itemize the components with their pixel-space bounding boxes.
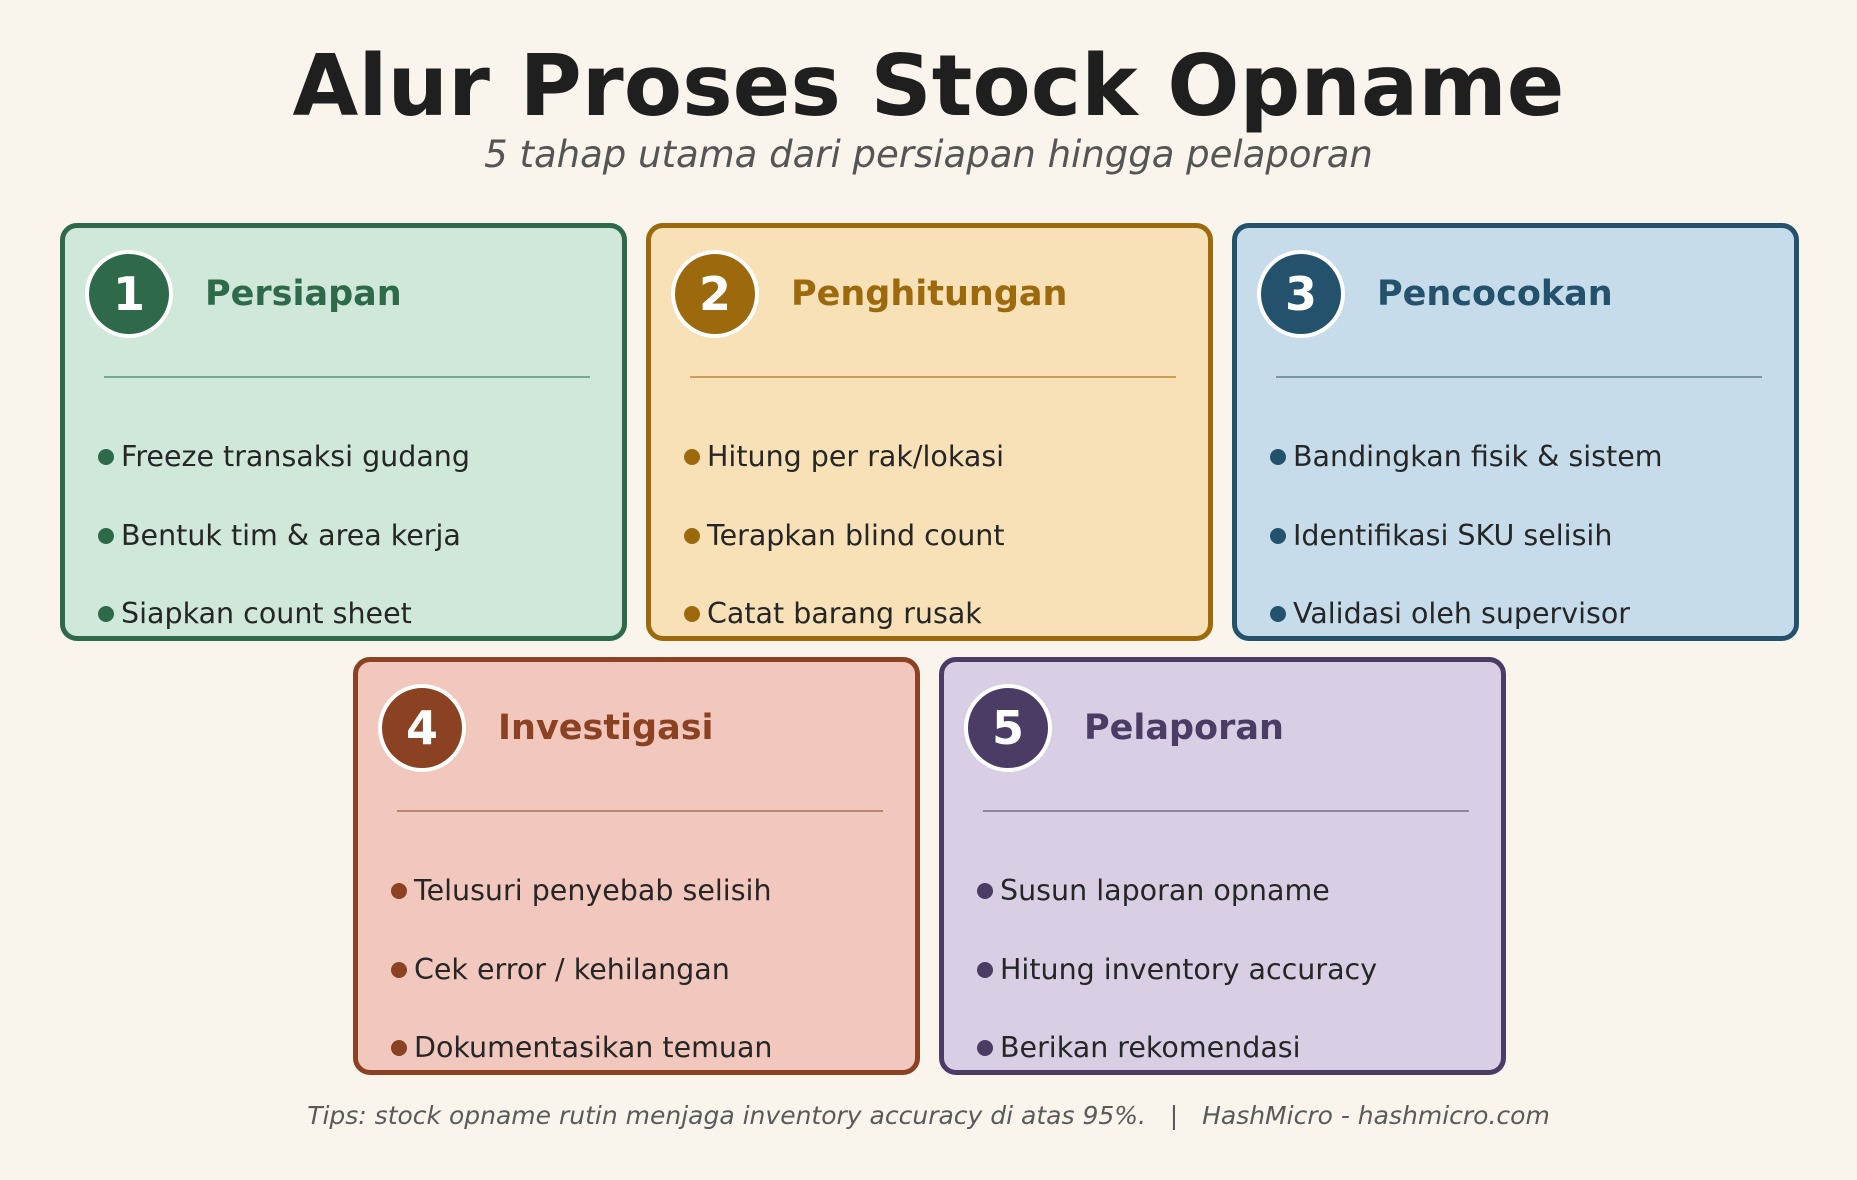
step-number-badge: 2 xyxy=(671,250,759,338)
list-item: Berikan rekomendasi xyxy=(977,1009,1491,1088)
bullet-icon xyxy=(977,883,993,900)
step-card-3: 3 Pencocokan Bandingkan fisik & sistem I… xyxy=(1232,223,1799,641)
step-number-badge: 3 xyxy=(1257,250,1345,338)
divider xyxy=(690,376,1176,378)
bullet-icon xyxy=(391,1040,407,1057)
step-items: Susun laporan opname Hitung inventory ac… xyxy=(977,852,1491,1088)
divider xyxy=(983,810,1469,812)
page-subtitle: 5 tahap utama dari persiapan hingga pela… xyxy=(484,133,1373,176)
bullet-icon xyxy=(684,527,700,544)
step-number-badge: 4 xyxy=(378,684,466,772)
bullet-icon xyxy=(684,449,700,466)
bullet-icon xyxy=(98,606,114,623)
page-title: Alur Proses Stock Opname xyxy=(292,37,1565,136)
step-items: Hitung per rak/lokasi Terapkan blind cou… xyxy=(684,418,1198,654)
list-item: Catat barang rusak xyxy=(684,575,1198,654)
list-item: Cek error / kehilangan xyxy=(391,931,905,1010)
step-card-2: 2 Penghitungan Hitung per rak/lokasi Ter… xyxy=(646,223,1213,641)
divider xyxy=(1276,376,1762,378)
list-item: Identifikasi SKU selisih xyxy=(1270,497,1784,576)
bullet-icon xyxy=(977,961,993,978)
bullet-icon xyxy=(98,527,114,544)
step-items: Freeze transaksi gudang Bentuk tim & are… xyxy=(98,418,612,654)
list-item: Bandingkan fisik & sistem xyxy=(1270,418,1784,497)
bullet-icon xyxy=(1270,449,1286,466)
list-item: Telusuri penyebab selisih xyxy=(391,852,905,931)
list-item: Terapkan blind count xyxy=(684,497,1198,576)
step-number-badge: 1 xyxy=(85,250,173,338)
step-card-5: 5 Pelaporan Susun laporan opname Hitung … xyxy=(939,657,1506,1075)
bullet-icon xyxy=(1270,527,1286,544)
step-card-4: 4 Investigasi Telusuri penyebab selisih … xyxy=(353,657,920,1075)
divider xyxy=(397,810,883,812)
footer-tip: Tips: stock opname rutin menjaga invento… xyxy=(307,1101,1550,1130)
step-title: Investigasi xyxy=(498,708,714,748)
list-item: Siapkan count sheet xyxy=(98,575,612,654)
bullet-icon xyxy=(684,606,700,623)
list-item: Hitung per rak/lokasi xyxy=(684,418,1198,497)
bullet-icon xyxy=(391,961,407,978)
list-item: Hitung inventory accuracy xyxy=(977,931,1491,1010)
list-item: Dokumentasikan temuan xyxy=(391,1009,905,1088)
bullet-icon xyxy=(98,449,114,466)
divider xyxy=(104,376,590,378)
bullet-icon xyxy=(391,883,407,900)
step-items: Bandingkan fisik & sistem Identifikasi S… xyxy=(1270,418,1784,654)
list-item: Freeze transaksi gudang xyxy=(98,418,612,497)
bullet-icon xyxy=(977,1040,993,1057)
step-items: Telusuri penyebab selisih Cek error / ke… xyxy=(391,852,905,1088)
step-title: Persiapan xyxy=(205,274,402,314)
bullet-icon xyxy=(1270,606,1286,623)
list-item: Bentuk tim & area kerja xyxy=(98,497,612,576)
step-title: Penghitungan xyxy=(791,274,1068,314)
list-item: Susun laporan opname xyxy=(977,852,1491,931)
step-number-badge: 5 xyxy=(964,684,1052,772)
step-card-1: 1 Persiapan Freeze transaksi gudang Bent… xyxy=(60,223,627,641)
list-item: Validasi oleh supervisor xyxy=(1270,575,1784,654)
step-title: Pelaporan xyxy=(1084,708,1284,748)
step-title: Pencocokan xyxy=(1377,274,1613,314)
